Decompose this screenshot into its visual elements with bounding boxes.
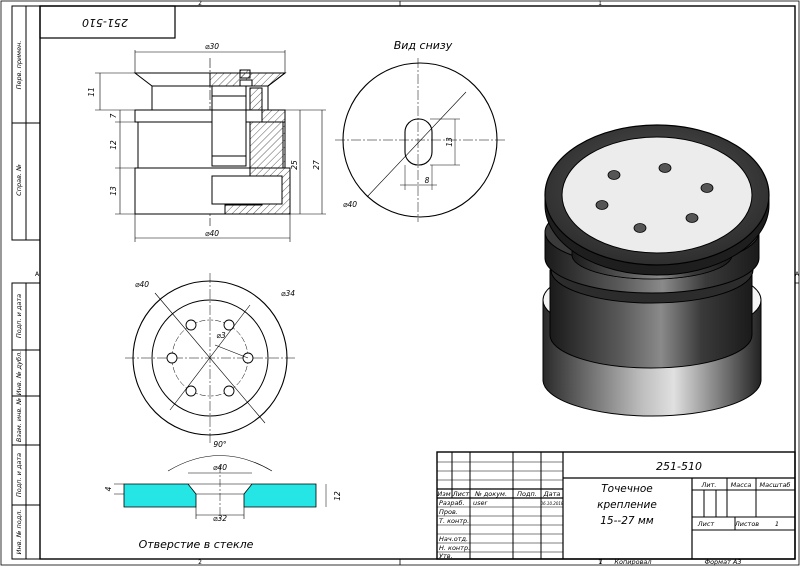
glass-section <box>123 483 197 508</box>
dim-bottom-diameter: ⌀40 <box>205 229 219 238</box>
tb-header-izm: Изм <box>437 490 450 498</box>
bottom-dim-slot-width: 8 <box>425 176 430 185</box>
left-strip <box>11 5 41 560</box>
tb-role-utv: Утв. <box>439 552 453 560</box>
strip-label-podp1: Подп. и дата <box>15 294 23 338</box>
tb-role-razrab: Разраб. <box>439 499 465 507</box>
bottom-view <box>335 58 505 222</box>
strip-label-podp2: Подп. и дата <box>15 453 23 497</box>
tb-sheets-label: Листов <box>734 520 759 528</box>
glass-section-right <box>243 483 317 508</box>
tb-name-line2: крепление <box>597 499 657 511</box>
zone-bottom-left: 2 <box>198 559 202 566</box>
rotated-code-box: 251-510 <box>39 5 176 39</box>
zone-left-a: A <box>35 271 40 278</box>
strip-label-dubl: Инв. № дубл. <box>15 351 23 395</box>
zone-bottom-right: 1 <box>598 559 602 566</box>
tb-header-podp: Подп. <box>517 490 537 498</box>
tb-sheet-label: Лист <box>697 520 715 528</box>
top-dim-outer: ⌀40 <box>135 280 149 289</box>
bottom-dim-diameter: ⌀40 <box>343 200 357 209</box>
glass-dim-angle: 90° <box>213 440 227 449</box>
dim-height-25: 25 <box>290 160 299 170</box>
top-dim-inner: ⌀34 <box>281 289 295 298</box>
dim-height-12: 12 <box>109 140 118 150</box>
glass-dim-top: ⌀40 <box>213 463 227 472</box>
tb-name-line3: 15--27 мм <box>600 515 654 527</box>
bottom-dim-slot-height: 13 <box>445 137 454 147</box>
zone-right-a: A <box>795 271 800 278</box>
strip-label-perv: Перв. примен. <box>15 41 23 90</box>
tb-designation: 251-510 <box>656 460 702 473</box>
glass-dim-thickness-left: 4 <box>104 486 113 491</box>
glass-view <box>114 455 327 520</box>
section-dim-lines <box>95 50 326 242</box>
glass-view-title: Отверстие в стекле <box>139 538 254 551</box>
tb-header-data: Дата <box>543 490 561 498</box>
dim-height-27: 27 <box>312 160 321 170</box>
tb-role-nkontr: Н. контр. <box>439 544 470 552</box>
dim-top-diameter: ⌀30 <box>205 42 219 51</box>
tb-sheets-count: 1 <box>775 520 779 528</box>
render-holes <box>595 163 714 233</box>
dim-height-7: 7 <box>109 113 118 118</box>
tb-massa-label: Масса <box>731 481 752 489</box>
tb-lit-label: Лит. <box>701 481 717 489</box>
tb-name-line1: Точечное <box>601 483 652 495</box>
strip-label-podl: Инв. № подл. <box>15 510 23 555</box>
zone-top-left: 2 <box>198 0 202 7</box>
glass-dim-thickness-right: 12 <box>333 491 342 501</box>
tb-footer-copied: Копировал <box>614 558 651 566</box>
strip-label-sprav: Справ. № <box>15 164 23 196</box>
tb-developer: user <box>473 499 489 507</box>
top-view <box>125 273 295 443</box>
tb-header-list: Лист <box>452 490 470 498</box>
tb-scale-label: Масштаб <box>760 481 791 489</box>
top-dim-holes: ⌀3 <box>216 331 226 340</box>
tb-footer-format: Формат А3 <box>704 558 741 566</box>
section-view <box>133 58 291 226</box>
title-block-grid <box>436 451 796 560</box>
tb-footer-page: 1 <box>599 558 603 566</box>
zone-top-right: 1 <box>598 0 602 7</box>
dim-height-13: 13 <box>109 186 118 196</box>
tb-role-nach: Нач.отд. <box>439 535 468 543</box>
tb-role-tkontr: Т. контр. <box>439 517 469 525</box>
rotated-code: 251-510 <box>82 16 128 29</box>
isometric-render <box>542 124 770 417</box>
tb-dev-date: 06.10.2018 <box>541 501 564 506</box>
glass-dim-bottom: ⌀32 <box>213 514 227 523</box>
tb-header-doc: № докум. <box>474 490 507 498</box>
strip-label-vzam: Взам. инв. № <box>15 398 23 442</box>
bottom-view-title: Вид снизу <box>394 39 453 52</box>
tb-role-prov: Пров. <box>439 508 458 516</box>
dim-height-11: 11 <box>87 87 96 97</box>
